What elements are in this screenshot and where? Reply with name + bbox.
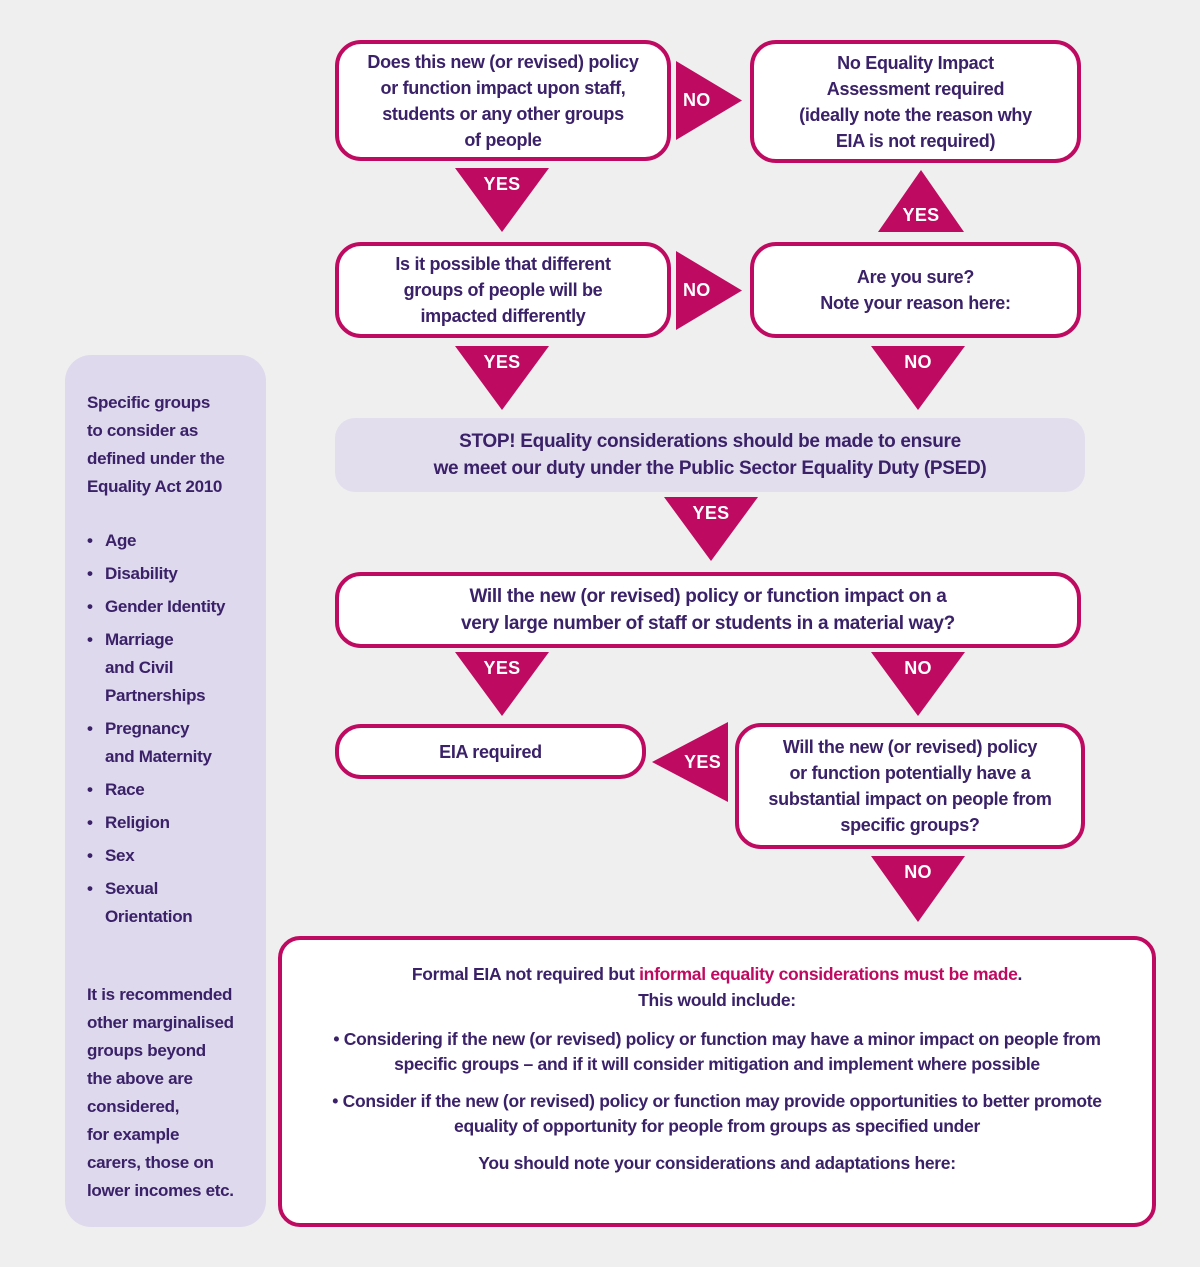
bullet-icon: • [87, 813, 93, 832]
arrow-label: NO [904, 658, 932, 678]
no-eia-required-box: No Equality Impact Assessment required (… [750, 40, 1081, 163]
bullet-icon: • [87, 780, 93, 799]
informal-subtitle: This would include: [638, 990, 796, 1010]
group-label: Religion [105, 813, 170, 832]
arrow-label: YES [902, 205, 940, 225]
no-arrow-down: NO [871, 346, 965, 410]
bullet-icon: • [87, 564, 93, 583]
eia-required-box: EIA required [335, 724, 646, 779]
question-substantial-impact-box: Will the new (or revised) policy or func… [735, 723, 1085, 849]
bullet-icon: • [87, 597, 93, 616]
list-item: • Age [87, 527, 246, 555]
yes-arrow-down: YES [455, 652, 549, 716]
arrow-label: YES [483, 658, 521, 678]
specific-groups-list: • Age • Disability • Gender Identity • Marri… [87, 527, 246, 931]
specific-groups-panel: Specific groups to consider as defined u… [65, 355, 266, 1227]
list-item: • Sexual Orientation [87, 875, 246, 931]
stop-psed-banner: STOP! Equality considerations should be … [335, 418, 1085, 492]
informal-eia-box: Formal EIA not required but informal equ… [278, 936, 1156, 1227]
arrow-label: YES [483, 352, 521, 372]
informal-title-highlight: informal equality considerations must be… [639, 964, 1018, 984]
list-item: • Marriage and Civil Partnerships [87, 626, 246, 710]
yes-arrow-up: YES [878, 170, 964, 232]
arrow-label: YES [684, 751, 721, 772]
bullet-icon: • [87, 879, 93, 898]
group-label: Gender Identity [105, 597, 226, 616]
list-item: • Sex [87, 842, 246, 870]
group-label: Age [105, 531, 137, 550]
yes-arrow-down: YES [664, 497, 758, 561]
bullet-icon: • [87, 531, 93, 550]
informal-title-prefix: Formal EIA not required but [411, 964, 640, 984]
arrow-label: YES [483, 174, 521, 194]
question-different-groups-box: Is it possible that different groups of … [335, 242, 671, 338]
list-item: • Pregnancy and Maternity [87, 715, 246, 771]
informal-bullet-1: • Considering if the new (or revised) po… [333, 1029, 1101, 1074]
arrow-label: NO [683, 90, 711, 110]
bullet-icon: • [87, 846, 93, 865]
list-item: • Disability [87, 560, 246, 588]
arrow-label: NO [683, 280, 711, 300]
no-arrow-right: NO [676, 251, 742, 330]
group-label: Sex [105, 846, 135, 865]
list-item: • Race [87, 776, 246, 804]
informal-bullet-2: • Consider if the new (or revised) polic… [332, 1091, 1102, 1136]
group-label: Pregnancy and Maternity [105, 719, 212, 766]
informal-title: Formal EIA not required but informal equ… [310, 962, 1124, 987]
arrow-label: NO [904, 352, 932, 372]
are-you-sure-box: Are you sure? Note your reason here: [750, 242, 1081, 338]
bullet-icon: • [87, 719, 93, 738]
recommendation-note: It is recommended other marginalised gro… [87, 985, 234, 1200]
question-policy-impact-box: Does this new (or revised) policy or fun… [335, 40, 671, 161]
no-arrow-down: NO [871, 856, 965, 922]
bullet-icon: • [87, 630, 93, 649]
specific-groups-title: Specific groups to consider as defined u… [87, 393, 225, 496]
yes-arrow-left: YES [652, 722, 728, 802]
arrow-label: NO [904, 862, 932, 882]
list-item: • Religion [87, 809, 246, 837]
informal-title-period: . [1017, 964, 1023, 984]
group-label: Marriage and Civil Partnerships [105, 630, 206, 705]
yes-arrow-down: YES [455, 168, 549, 232]
no-arrow-down: NO [871, 652, 965, 716]
yes-arrow-down: YES [455, 346, 549, 410]
group-label: Disability [105, 564, 178, 583]
no-arrow-right: NO [676, 61, 742, 140]
question-large-number-box: Will the new (or revised) policy or func… [335, 572, 1081, 648]
arrow-label: YES [692, 503, 730, 523]
group-label: Race [105, 780, 145, 799]
informal-footer: You should note your considerations and … [478, 1153, 956, 1173]
group-label: Sexual Orientation [105, 879, 193, 926]
list-item: • Gender Identity [87, 593, 246, 621]
